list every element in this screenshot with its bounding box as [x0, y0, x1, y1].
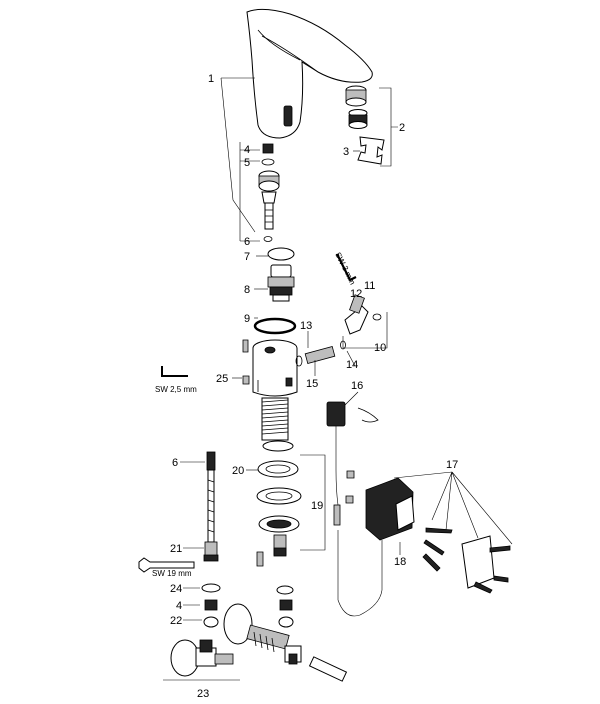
nipple-small — [256, 551, 264, 567]
supply-hose-6 — [203, 451, 219, 562]
callout-18: 18 — [394, 556, 406, 568]
valve-parts-13-14-15 — [295, 340, 346, 367]
hex-key-2-5mm: SW 2,5 mm — [155, 366, 197, 394]
faucet-body — [246, 8, 373, 139]
callout-20: 20 — [232, 465, 244, 477]
callout-4-bottom: 4 — [176, 600, 182, 612]
sensor-module-16 — [326, 401, 383, 617]
callout-8: 8 — [244, 284, 250, 296]
callout-17: 17 — [446, 459, 458, 471]
callout-5: 5 — [244, 157, 250, 169]
set-screw-25 — [242, 375, 250, 385]
leader-lines — [163, 77, 513, 681]
callout-16: 16 — [351, 380, 363, 392]
hex-key-2-5mm-label: SW 2,5 mm — [155, 385, 197, 394]
callout-11: 11 — [364, 280, 375, 292]
o-ring-9 — [253, 317, 297, 335]
angle-valve-left — [170, 639, 234, 677]
bolt-a — [346, 470, 355, 479]
callout-2: 2 — [399, 122, 405, 134]
callout-23: 23 — [197, 688, 209, 700]
callout-6-bottom: 6 — [172, 457, 178, 469]
small-parts-24-4-22 — [201, 583, 294, 628]
washer-stack-20 — [256, 440, 302, 557]
electronics-box-18 — [365, 477, 415, 541]
hex-key-3mm: SW 3 mm — [333, 251, 357, 287]
callout-22: 22 — [170, 615, 182, 627]
callout-10: 10 — [374, 342, 386, 354]
bolt-b — [345, 495, 354, 504]
callout-24: 24 — [170, 583, 182, 595]
spanner-19mm: SW 19 mm — [138, 557, 195, 578]
callout-15: 15 — [306, 378, 318, 390]
spanner-label: SW 19 mm — [152, 569, 192, 578]
lever-10-11-12 — [344, 294, 382, 335]
aerator-assembly — [345, 85, 368, 129]
main-housing — [252, 339, 298, 441]
callout-4-top: 4 — [244, 144, 250, 156]
small-parts-4-5-6 — [258, 143, 280, 242]
callout-21: 21 — [170, 543, 182, 555]
callout-13: 13 — [300, 320, 312, 332]
callout-9: 9 — [244, 313, 250, 325]
callout-7: 7 — [244, 251, 250, 263]
ring-7 — [267, 247, 295, 261]
callout-3: 3 — [343, 146, 349, 158]
aerator-key — [357, 136, 385, 165]
callout-14: 14 — [346, 359, 358, 371]
callout-1: 1 — [208, 73, 214, 85]
screw-small — [242, 339, 249, 353]
callout-labels: 1 2 3 4 5 6 7 8 9 10 11 12 13 14 15 16 1… — [170, 73, 458, 700]
callout-19: 19 — [311, 500, 323, 512]
mounting-set-17 — [422, 527, 511, 594]
callout-25: 25 — [216, 373, 228, 385]
cartridge-8 — [267, 264, 295, 302]
callout-6-top: 6 — [244, 236, 250, 248]
angle-valve-right — [223, 603, 348, 682]
hex-key-3mm-label: SW 3 mm — [333, 251, 357, 287]
callout-12: 12 — [350, 288, 362, 300]
